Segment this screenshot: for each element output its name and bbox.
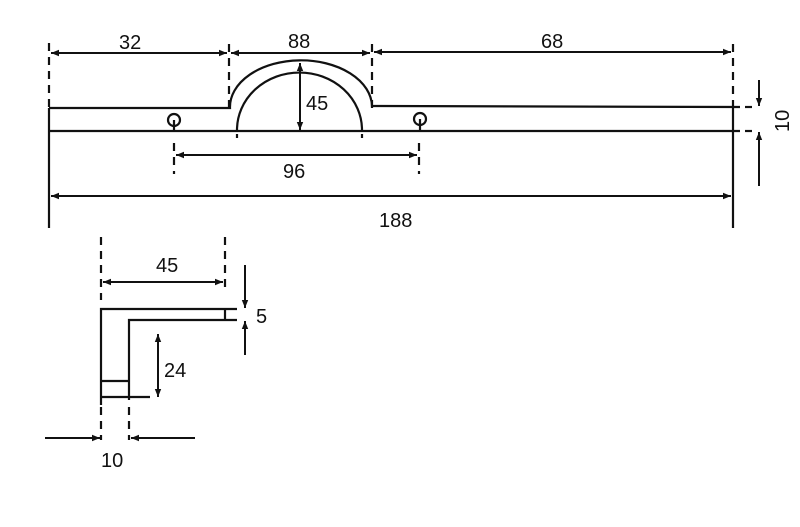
part-top-edge (49, 59, 741, 110)
profile-outline (99, 307, 237, 405)
side-view: 45 5 24 10 (45, 237, 267, 472)
dimension-label-88: 88 (288, 31, 310, 53)
dimension-label-45: 45 (306, 93, 328, 115)
dimension-label-68: 68 (541, 31, 563, 53)
dimension-label-24: 24 (164, 360, 186, 382)
dimension-label-45: 45 (156, 255, 178, 277)
dimension-label-10-thickness: 10 (772, 110, 794, 132)
dimension-label-96: 96 (283, 161, 305, 183)
top-view: 32 88 68 45 96 188 10 (47, 31, 794, 232)
dimension-label-32: 32 (119, 32, 141, 54)
dimension-label-188: 188 (379, 210, 412, 232)
dimension-label-10: 10 (101, 450, 123, 472)
dimension-label-5: 5 (256, 306, 267, 328)
